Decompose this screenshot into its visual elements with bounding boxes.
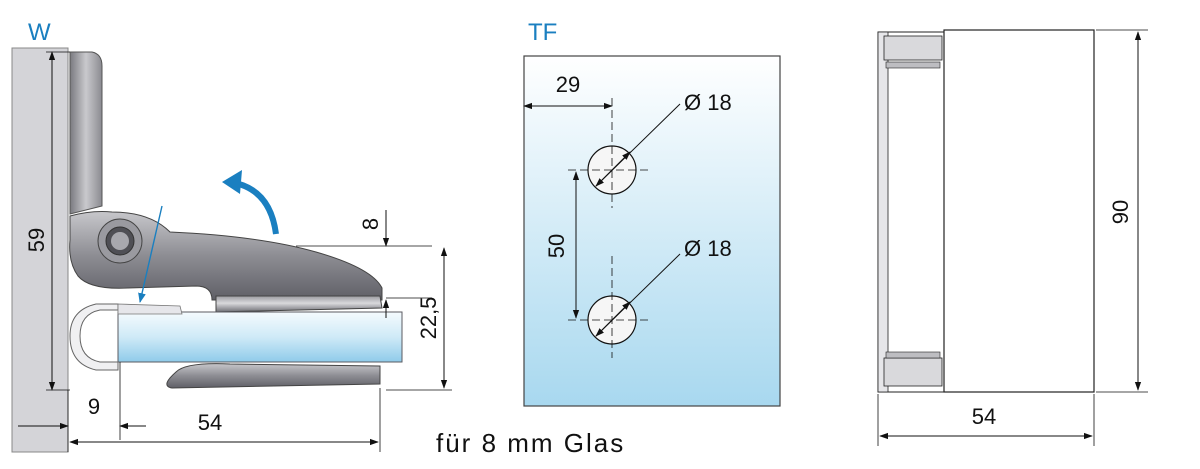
dim-hole-spacing: 50 bbox=[544, 234, 569, 258]
dim-hole-top-diameter: Ø 18 bbox=[684, 90, 732, 115]
front-view: 90 54 bbox=[877, 29, 1148, 446]
upper-clamp bbox=[215, 295, 383, 313]
wall-label: W bbox=[28, 19, 51, 46]
front-body bbox=[943, 29, 1095, 393]
dim-clamp-height: 22,5 bbox=[416, 297, 441, 340]
mounting-plate bbox=[69, 51, 103, 215]
dim-hole-bottom-diameter: Ø 18 bbox=[684, 236, 732, 261]
dim-side-depth: 54 bbox=[198, 410, 222, 435]
hinge-arm bbox=[69, 211, 383, 301]
caption: für 8 mm Glas bbox=[436, 428, 625, 458]
seal-profile bbox=[69, 303, 119, 371]
side-view: W 59 8 22 bbox=[11, 19, 452, 453]
glass-plate-view: TF 29 Ø 18 Ø 18 50 bbox=[523, 19, 781, 407]
glass-pane bbox=[117, 311, 403, 363]
front-left-strip bbox=[877, 31, 945, 393]
wall-panel bbox=[11, 47, 69, 453]
lower-clamp bbox=[166, 363, 381, 389]
dim-hole-offset: 29 bbox=[556, 72, 580, 97]
dim-side-height: 59 bbox=[24, 228, 49, 252]
glass-plate-label: TF bbox=[528, 19, 557, 46]
dim-front-width: 54 bbox=[972, 404, 996, 429]
dim-top-gap: 8 bbox=[358, 218, 383, 230]
glass-plate bbox=[523, 55, 781, 407]
dim-glass-offset: 9 bbox=[88, 394, 100, 419]
dim-front-height: 90 bbox=[1108, 200, 1133, 224]
wall-pointer bbox=[138, 205, 163, 303]
